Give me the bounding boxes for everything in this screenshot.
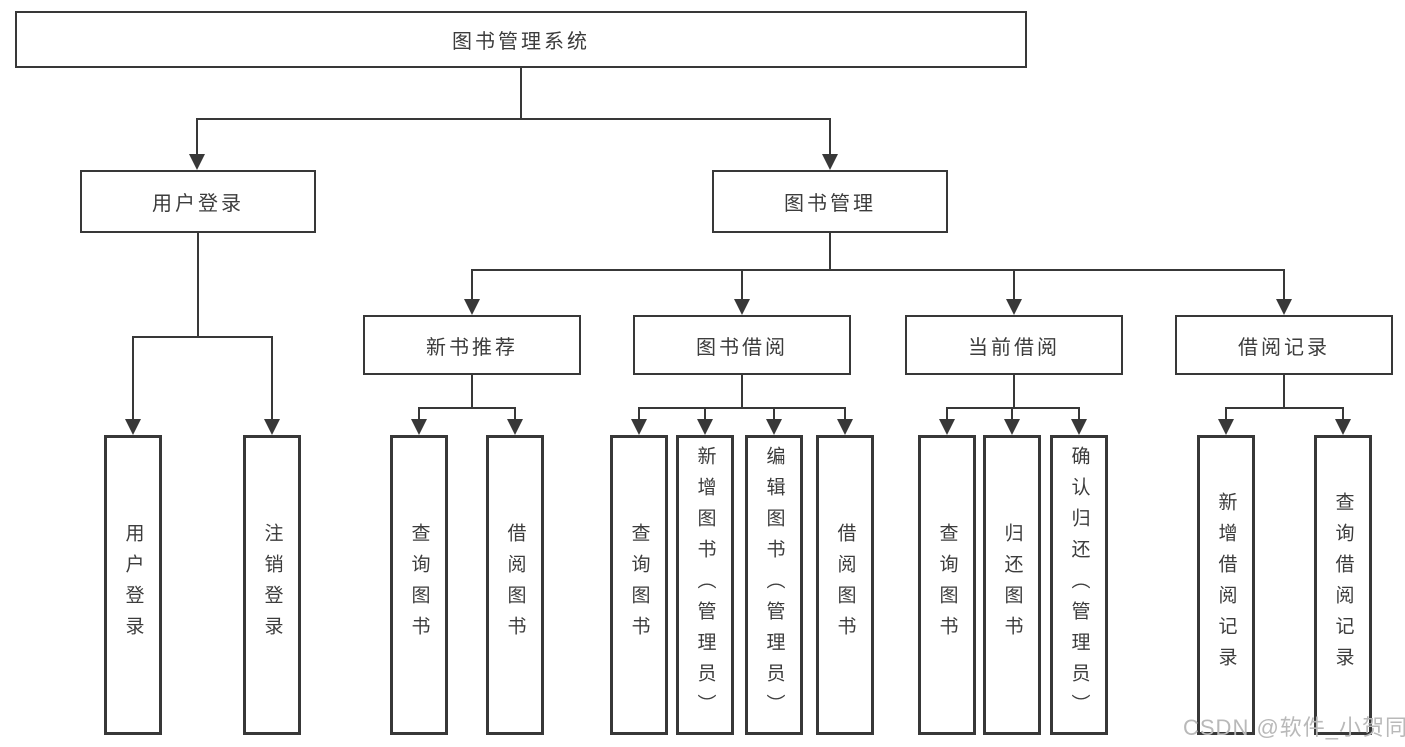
node-borrow-records: 借阅记录 xyxy=(1175,315,1393,375)
leaf-records-add-record: 新增借阅记录 xyxy=(1197,435,1255,735)
node-book-borrowing-label: 图书借阅 xyxy=(696,336,788,359)
connector-bookborrow-bar xyxy=(638,407,846,409)
node-user-login: 用户登录 xyxy=(80,170,316,233)
node-book-borrowing: 图书借阅 xyxy=(633,315,851,375)
arrowhead-icon xyxy=(1004,419,1020,435)
leaf-borrow-add-books-admin-label: 新增图书（管理员） xyxy=(694,445,716,725)
leaf-current-query-books-label: 查询图书 xyxy=(936,523,958,647)
connector-root-bar xyxy=(196,118,831,120)
connector-leaf-stem xyxy=(418,407,420,419)
connector-leaf-stem xyxy=(844,407,846,419)
node-book-management-label: 图书管理 xyxy=(784,193,876,215)
arrowhead-icon xyxy=(631,419,647,435)
connector-leaf-stem xyxy=(1078,407,1080,419)
arrowhead-icon xyxy=(507,419,523,435)
node-new-book-recommend: 新书推荐 xyxy=(363,315,581,375)
connector-currentborrow-bar xyxy=(946,407,1080,409)
connector-leaf-stem xyxy=(1011,407,1013,419)
node-new-book-recommend-label: 新书推荐 xyxy=(426,336,518,359)
leaf-borrow-add-books-admin: 新增图书（管理员） xyxy=(676,435,734,735)
connector-user-stem xyxy=(197,233,199,337)
leaf-borrow-borrow-books: 借阅图书 xyxy=(816,435,874,735)
leaf-user-login-label: 用户登录 xyxy=(122,523,144,647)
connector-records-bar xyxy=(1225,407,1344,409)
connector-currentborrow-stem xyxy=(1013,375,1015,408)
node-borrow-records-label: 借阅记录 xyxy=(1238,336,1330,359)
connector-to-new-books xyxy=(471,269,473,299)
leaf-user-login: 用户登录 xyxy=(104,435,162,735)
node-library-system-label: 图书管理系统 xyxy=(452,31,590,53)
node-library-system: 图书管理系统 xyxy=(15,11,1027,68)
arrowhead-icon xyxy=(1006,299,1022,315)
arrowhead-icon xyxy=(1335,419,1351,435)
leaf-newbooks-borrow-books-label: 借阅图书 xyxy=(504,523,526,647)
connector-leaf-stem xyxy=(1342,407,1344,419)
arrowhead-icon xyxy=(125,419,141,435)
connector-newbooks-bar xyxy=(418,407,516,409)
arrowhead-icon xyxy=(189,154,205,170)
connector-leaf-stem xyxy=(946,407,948,419)
arrowhead-icon xyxy=(697,419,713,435)
arrowhead-icon xyxy=(766,419,782,435)
connector-to-current-borrow xyxy=(1013,269,1015,299)
leaf-logout-label: 注销登录 xyxy=(261,523,283,647)
leaf-borrow-edit-books-admin-label: 编辑图书（管理员） xyxy=(763,445,785,725)
arrowhead-icon xyxy=(1071,419,1087,435)
leaf-borrow-query-books-label: 查询图书 xyxy=(628,523,650,647)
connector-to-leaf-user-login xyxy=(132,336,134,419)
arrowhead-icon xyxy=(837,419,853,435)
arrowhead-icon xyxy=(734,299,750,315)
leaf-current-return-books: 归还图书 xyxy=(983,435,1041,735)
arrowhead-icon xyxy=(464,299,480,315)
connector-leaf-stem xyxy=(1225,407,1227,419)
arrowhead-icon xyxy=(1218,419,1234,435)
connector-mgmt-bar xyxy=(471,269,1285,271)
connector-root-stem xyxy=(520,68,522,118)
leaf-borrow-borrow-books-label: 借阅图书 xyxy=(834,523,856,647)
connector-leaf-stem xyxy=(638,407,640,419)
connector-to-user-login xyxy=(196,118,198,154)
leaf-current-confirm-return-admin: 确认归还（管理员） xyxy=(1050,435,1108,735)
connector-to-book-mgmt xyxy=(829,118,831,154)
connector-bookborrow-stem xyxy=(741,375,743,408)
connector-to-borrow-records xyxy=(1283,269,1285,299)
leaf-current-query-books: 查询图书 xyxy=(918,435,976,735)
connector-newbooks-stem xyxy=(471,375,473,408)
connector-mgmt-stem xyxy=(829,233,831,270)
leaf-newbooks-borrow-books: 借阅图书 xyxy=(486,435,544,735)
arrowhead-icon xyxy=(264,419,280,435)
leaf-newbooks-query-books-label: 查询图书 xyxy=(408,523,430,647)
leaf-borrow-edit-books-admin: 编辑图书（管理员） xyxy=(745,435,803,735)
arrowhead-icon xyxy=(1276,299,1292,315)
leaf-records-add-record-label: 新增借阅记录 xyxy=(1215,492,1237,678)
leaf-records-query-record: 查询借阅记录 xyxy=(1314,435,1372,735)
leaf-logout: 注销登录 xyxy=(243,435,301,735)
node-current-borrowing-label: 当前借阅 xyxy=(968,336,1060,359)
arrowhead-icon xyxy=(411,419,427,435)
node-book-management: 图书管理 xyxy=(712,170,948,233)
connector-to-book-borrow xyxy=(741,269,743,299)
connector-records-stem xyxy=(1283,375,1285,408)
watermark: CSDN @软件_小贺同学 xyxy=(1183,715,1405,740)
leaf-current-confirm-return-admin-label: 确认归还（管理员） xyxy=(1068,445,1090,725)
connector-to-leaf-logout xyxy=(271,336,273,419)
leaf-borrow-query-books: 查询图书 xyxy=(610,435,668,735)
node-user-login-label: 用户登录 xyxy=(152,193,244,215)
leaf-records-query-record-label: 查询借阅记录 xyxy=(1332,492,1354,678)
arrowhead-icon xyxy=(939,419,955,435)
connector-user-bar xyxy=(132,336,273,338)
leaf-current-return-books-label: 归还图书 xyxy=(1001,523,1023,647)
arrowhead-icon xyxy=(822,154,838,170)
leaf-newbooks-query-books: 查询图书 xyxy=(390,435,448,735)
connector-leaf-stem xyxy=(773,407,775,419)
connector-leaf-stem xyxy=(704,407,706,419)
connector-leaf-stem xyxy=(514,407,516,419)
node-current-borrowing: 当前借阅 xyxy=(905,315,1123,375)
